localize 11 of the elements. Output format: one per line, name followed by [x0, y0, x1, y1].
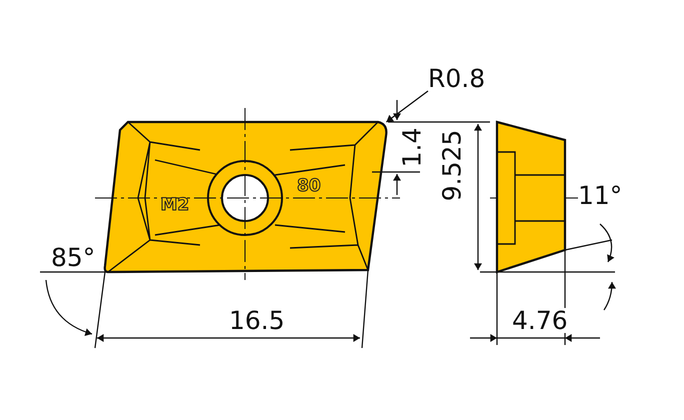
insert-marking: 80: [297, 178, 321, 194]
angle-value: 85°: [51, 244, 96, 270]
angle-value: 11°: [578, 182, 622, 208]
leader-line: [386, 90, 428, 123]
dimension-value: 16.5: [229, 308, 285, 332]
insert-marking: M2: [160, 196, 190, 214]
dimension-value: 9.525: [439, 129, 464, 201]
insert-front-view-drawing: [104, 120, 388, 274]
radius-label: R0.8: [428, 66, 486, 91]
dimension-value: 1.4: [399, 127, 424, 167]
dimension-value: 4.76: [512, 308, 568, 332]
